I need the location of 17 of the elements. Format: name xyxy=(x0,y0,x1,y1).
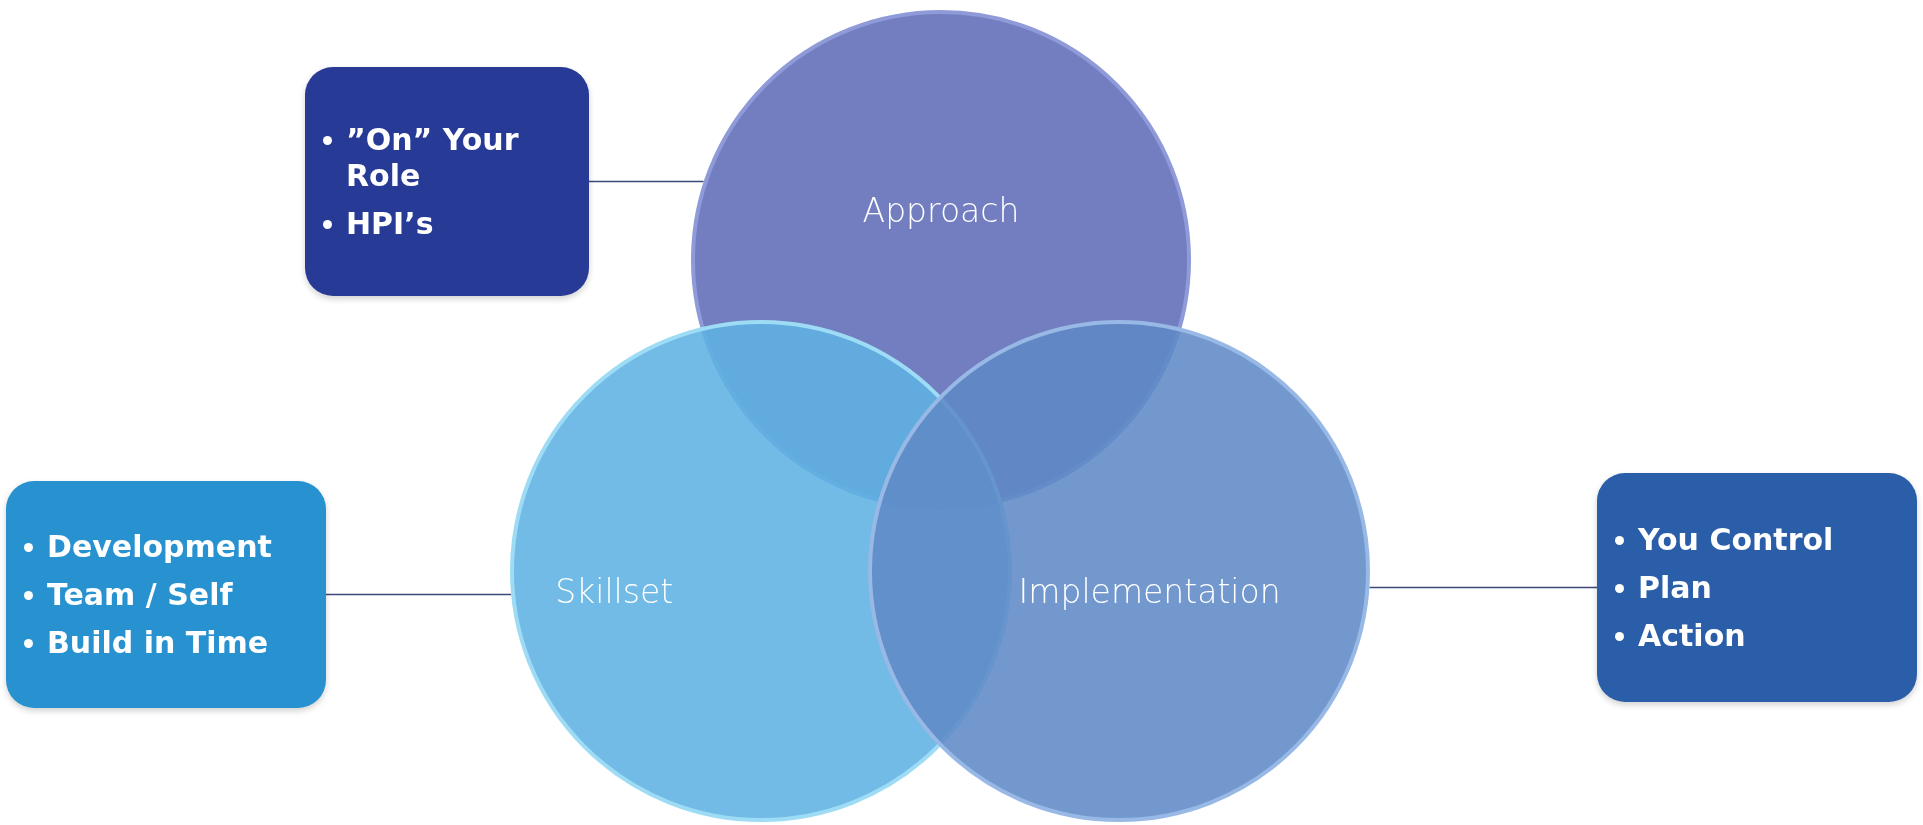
bullet-item: ”On” Your Role xyxy=(346,121,520,194)
connector-line xyxy=(325,593,512,596)
bullet-item: Development xyxy=(47,528,272,565)
bullet-item: Plan xyxy=(1638,569,1712,606)
bullet-box xyxy=(6,481,326,708)
bullet-item: You Control xyxy=(1638,521,1834,558)
circle-label: Skillset xyxy=(555,571,674,611)
circle-label: Implementation xyxy=(1018,571,1281,611)
bullet-item: Action xyxy=(1638,617,1746,654)
circle-label: Approach xyxy=(862,190,1020,230)
bullet-item: HPI’s xyxy=(346,205,434,242)
bullet-box xyxy=(1597,473,1917,702)
bullet-box xyxy=(305,67,589,296)
bullet-item: Team / Self xyxy=(47,576,233,613)
connector-line xyxy=(588,180,705,183)
bullet-item: Build in Time xyxy=(47,624,269,661)
connector-line xyxy=(1368,586,1598,589)
